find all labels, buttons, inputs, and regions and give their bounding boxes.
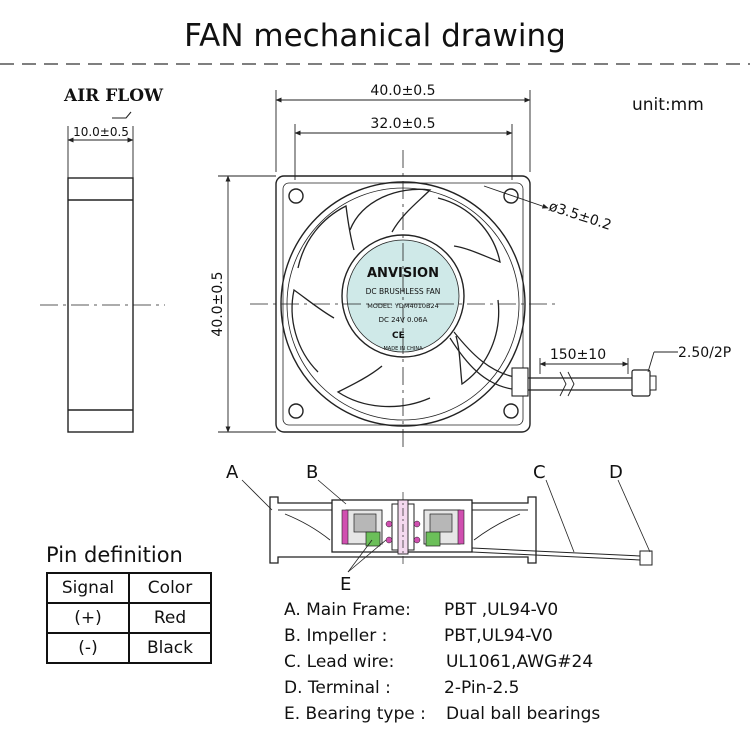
callout-a: A: [226, 462, 239, 483]
coil-right: [429, 513, 453, 533]
sticker-brand: ANVISION: [367, 266, 439, 281]
section-terminal: [639, 550, 653, 566]
pin-color-red: Red: [128, 602, 212, 634]
connector-body: [631, 369, 651, 397]
callout-b: B: [306, 462, 318, 483]
pin-color-black: Black: [128, 632, 212, 664]
mounting-hole-tr: [503, 188, 519, 204]
height-dim: 40.0±0.5: [210, 271, 226, 336]
callout-c: C: [533, 462, 546, 483]
connector-leader: [647, 351, 655, 373]
coil-left: [353, 513, 377, 533]
pin-definition-table: Signal Color (+) Red (-) Black: [46, 572, 212, 664]
header-color: Color: [128, 572, 212, 604]
connector-pin: [649, 375, 657, 391]
leader-d: [617, 479, 651, 553]
drawing-title: FAN mechanical drawing: [184, 18, 566, 54]
wire-clip: [511, 367, 529, 397]
unit-label: unit:mm: [632, 95, 704, 115]
mounting-hole-tl: [288, 188, 304, 204]
blade-2: [437, 197, 501, 264]
width-dim: 40.0±0.5: [370, 83, 435, 99]
legend-label-e: E. Bearing type :: [284, 704, 426, 724]
section-wire: [471, 547, 641, 557]
leader-e-2: [347, 539, 387, 573]
leader-a: [241, 479, 273, 511]
legend-label-b: B. Impeller :: [284, 626, 388, 646]
pin-signal-positive: (+): [46, 602, 130, 634]
sticker-line1: DC BRUSHLESS FAN: [366, 287, 441, 296]
mounting-hole-br: [503, 403, 519, 419]
blade-5: [291, 288, 335, 373]
table-row: (+) Red: [46, 602, 212, 634]
section-view: [241, 479, 653, 573]
section-frame: [269, 496, 537, 564]
table-row: (-) Black: [46, 632, 212, 664]
airflow-label: AIR FLOW: [63, 86, 164, 106]
thickness-dim: 10.0±0.5: [73, 125, 129, 139]
legend-value-d: 2-Pin-2.5: [444, 678, 520, 698]
blade-4: [336, 365, 431, 408]
fan-sticker: ANVISION DC BRUSHLESS FAN MODEL: YDM4010…: [366, 266, 441, 352]
callout-e: E: [340, 574, 351, 595]
pin-table-header: Signal Color: [46, 572, 212, 604]
hole-leader: [483, 185, 549, 209]
legend-value-e: Dual ball bearings: [446, 704, 601, 724]
magnet-right: [457, 509, 465, 545]
wire-break: [559, 371, 575, 397]
legend-value-a: PBT ,UL94-V0: [444, 600, 559, 620]
sticker-model: MODEL: YDM4010B24: [367, 302, 439, 310]
blade-1: [349, 188, 432, 233]
blade-6: [297, 205, 355, 269]
magnet-left: [341, 509, 349, 545]
sticker-origin: MADE IN CHINA: [383, 346, 423, 352]
ball-1: [385, 520, 393, 528]
cable-length-dim: 150±10: [550, 347, 606, 363]
sticker-mark: CE: [392, 331, 405, 341]
section-callouts: A B C D E: [226, 462, 623, 595]
ball-2: [385, 536, 393, 544]
lead-wire-top: [453, 331, 640, 379]
airflow-arrow: [112, 111, 132, 119]
ball-3: [413, 520, 421, 528]
hole-dim: ø3.5±0.2: [547, 199, 614, 234]
pin-signal-negative: (-): [46, 632, 130, 664]
hole-spacing-dim: 32.0±0.5: [370, 116, 435, 132]
header-signal: Signal: [46, 572, 130, 604]
bearing-left: [365, 531, 381, 547]
section-wire-2: [471, 551, 641, 561]
leader-b: [317, 479, 347, 505]
legend-label-c: C. Lead wire:: [284, 652, 395, 672]
mounting-hole-bl: [288, 403, 304, 419]
bearing-right: [425, 531, 441, 547]
legend-value-c: UL1061,AWG#24: [446, 652, 594, 672]
legend-value-b: PBT,UL94-V0: [444, 626, 553, 646]
legend-label-a: A. Main Frame:: [284, 600, 411, 620]
ball-4: [413, 536, 421, 544]
leader-c: [545, 479, 575, 553]
front-view: 40.0±0.5 32.0±0.5 40.0±0.5 ø3.5±0.2: [210, 83, 731, 450]
legend-label-d: D. Terminal :: [284, 678, 391, 698]
leader-e-1: [347, 539, 373, 573]
sticker-rating: DC 24V 0.06A: [379, 316, 428, 324]
pin-definition-title: Pin definition: [46, 543, 183, 567]
connector-dim: 2.50/2P: [678, 345, 731, 361]
callout-d: D: [609, 462, 623, 483]
blade-section-left: [284, 513, 331, 541]
side-view: AIR FLOW 10.0±0.5: [40, 86, 165, 433]
blade-section-right: [473, 513, 521, 541]
